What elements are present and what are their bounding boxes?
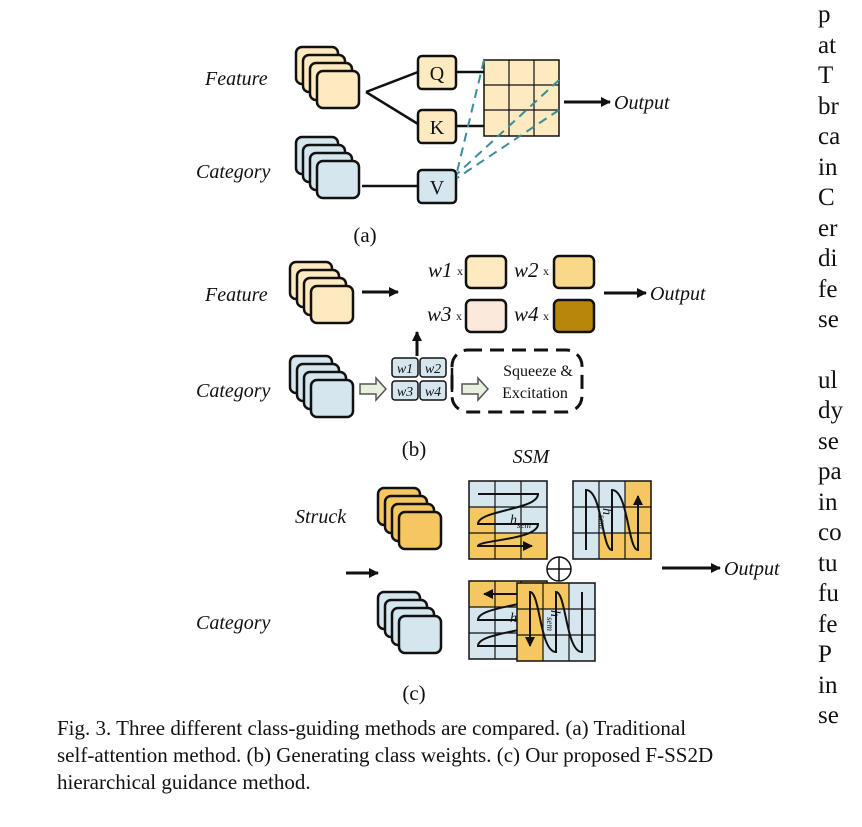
panel-c-sublabel: (c) <box>402 681 425 705</box>
panel-c-struck-label: Struck <box>295 506 347 528</box>
times-icon: x <box>457 264 463 278</box>
right-fragment: dy <box>818 397 843 424</box>
scan-grid-top-left: hsem <box>468 480 548 560</box>
right-fragment: fu <box>818 580 839 607</box>
caption-line-1: Fig. 3. Three different class-guiding me… <box>57 716 687 740</box>
caption-line-2: self-attention method. (b) Generating cl… <box>57 743 714 767</box>
panel-b-category-label: Category <box>196 380 271 402</box>
branch-lines <box>362 70 484 188</box>
panel-b-feature-label: Feature <box>204 284 268 306</box>
panel-a-sublabel: (a) <box>353 223 376 247</box>
times-icon: x <box>543 309 549 323</box>
right-fragment: ca <box>818 123 841 150</box>
attention-map-grid <box>483 59 560 137</box>
ssm-title: SSM <box>513 446 551 468</box>
right-fragment: pa <box>818 458 842 485</box>
svg-text:hsem: hsem <box>597 508 614 529</box>
category-stack-icon <box>294 135 361 200</box>
small-w4: w4 <box>425 385 441 400</box>
se-line-2: Excitation <box>502 385 568 402</box>
panel-c-category-label: Category <box>196 612 271 634</box>
k-label: K <box>430 117 445 139</box>
category-stack-icon <box>288 354 355 419</box>
right-fragment: fe <box>818 275 838 303</box>
small-w3: w3 <box>397 385 413 400</box>
right-fragment: in <box>818 153 838 181</box>
small-w1: w1 <box>397 362 413 377</box>
panel-a: Feature Category Q K V <box>196 45 670 247</box>
caption-line-3: hierarchical guidance method. <box>57 770 311 794</box>
panel-a-category-label: Category <box>196 161 271 183</box>
right-fragment: se <box>818 702 839 729</box>
right-fragment: at <box>818 31 837 59</box>
feature-stack-icon <box>288 260 355 325</box>
panel-a-feature-label: Feature <box>204 68 268 90</box>
k-box <box>416 108 458 145</box>
category-stack-icon <box>376 590 443 655</box>
right-fragment: T <box>818 62 834 89</box>
right-fragment: tu <box>818 549 838 577</box>
paragraph-gap <box>818 336 862 366</box>
w3-label: w3 <box>427 302 452 326</box>
svg-text:hsem: hsem <box>545 610 562 631</box>
right-column-text: p at T br ca in C er di fe se ul dy se p… <box>818 0 862 827</box>
w2-label: w2 <box>514 258 539 282</box>
right-fragment: se <box>818 306 839 333</box>
right-fragment: in <box>818 671 838 699</box>
dashed-projection-lines <box>456 59 560 179</box>
right-fragment: C <box>818 184 835 211</box>
hollow-arrow-icon <box>359 376 388 402</box>
se-line-1: Squeeze & <box>503 363 573 380</box>
w4-label: w4 <box>514 302 539 326</box>
right-fragment: ul <box>818 366 838 394</box>
w1-label: w1 <box>428 258 453 282</box>
right-fragment: br <box>818 92 839 120</box>
right-fragment: p <box>818 1 831 28</box>
v-box <box>416 168 458 205</box>
v-label: V <box>430 177 445 199</box>
panel-b-output-label: Output <box>650 283 706 305</box>
figure-caption: Fig. 3. Three different class-guiding me… <box>57 715 862 796</box>
small-w2: w2 <box>425 362 441 377</box>
q-box <box>416 54 458 91</box>
squeeze-excitation-box <box>450 348 584 414</box>
svg-text:hsem: hsem <box>510 513 531 530</box>
right-fragment: co <box>818 519 842 546</box>
right-fragment: P <box>818 641 832 668</box>
times-icon: x <box>543 264 549 278</box>
q-label: Q <box>430 63 445 85</box>
right-fragment: se <box>818 427 839 455</box>
right-fragment: fe <box>818 610 838 638</box>
w4-weight-box <box>552 298 596 334</box>
right-fragment: in <box>818 488 838 516</box>
times-icon: x <box>456 309 462 323</box>
feature-stack-icon <box>294 45 361 110</box>
class-weight-cells <box>391 357 447 401</box>
panel-c-output-label: Output <box>724 558 780 580</box>
panel-c: SSM Struck Category hsem <box>196 446 780 705</box>
panel-a-output-label: Output <box>614 92 670 114</box>
struck-stack-icon <box>376 486 443 551</box>
right-fragment: di <box>818 245 838 272</box>
scan-grid-bottom-right: hsem <box>516 582 596 662</box>
w2-weight-box <box>552 254 596 290</box>
scan-grid-top-right: hsem <box>572 480 652 560</box>
panel-b: Feature w1 x w2 x w3 x w4 x Output Categ… <box>196 254 706 461</box>
w3-weight-box <box>464 298 508 334</box>
panel-b-sublabel: (b) <box>402 437 427 461</box>
right-fragment: er <box>818 214 838 242</box>
w1-weight-box <box>464 254 508 290</box>
hollow-arrow-icon <box>461 376 490 402</box>
